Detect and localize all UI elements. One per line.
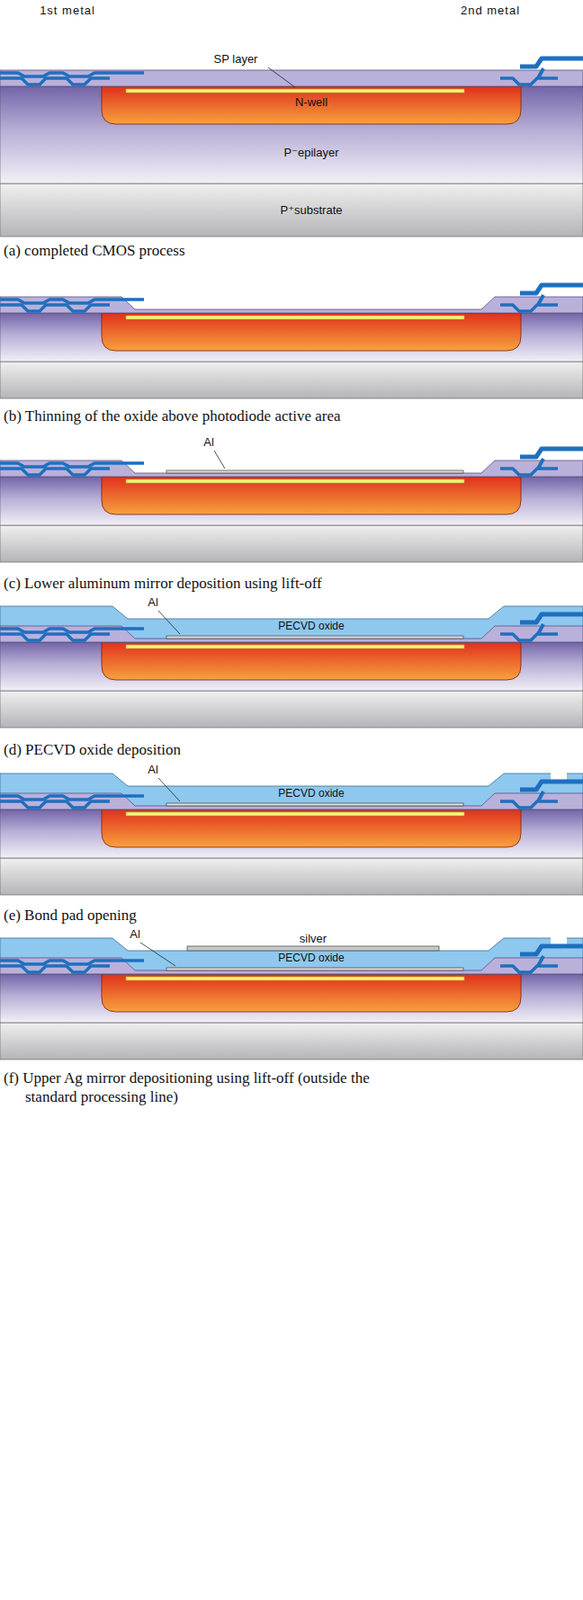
sp-layer — [125, 315, 465, 320]
via — [538, 295, 544, 305]
n-well — [101, 809, 521, 848]
aluminum-mirror — [166, 968, 464, 971]
step-caption: (b) Thinning of the oxide above photodio… — [3, 406, 341, 426]
pecvd-oxide — [0, 938, 583, 975]
leader-line — [158, 610, 180, 635]
layer-label: Al — [129, 927, 141, 942]
layer-label: PECVD oxide — [278, 619, 344, 633]
aluminum-mirror — [166, 636, 464, 639]
layer-label: Al — [203, 435, 215, 449]
epilayer — [0, 476, 583, 526]
first-metal — [0, 468, 110, 476]
substrate — [0, 1022, 583, 1060]
layer-label: SP layer — [214, 52, 259, 66]
n-well — [101, 476, 521, 515]
via — [538, 956, 544, 967]
layer-label: PECVD oxide — [278, 951, 344, 965]
cmos-oxide — [0, 460, 583, 477]
via — [538, 791, 544, 802]
first-metal — [0, 299, 144, 304]
epilayer — [0, 313, 583, 362]
second-metal — [520, 285, 583, 294]
first-metal — [500, 801, 558, 808]
layer-label: 1st metal — [39, 3, 96, 18]
region-label: N-well — [295, 95, 328, 109]
first-metal — [0, 634, 110, 641]
cross-section — [0, 937, 583, 1060]
first-metal — [500, 634, 558, 641]
step-caption: (d) PECVD oxide deposition — [3, 740, 181, 760]
region-label: P⁺substrate — [279, 203, 342, 217]
second-metal — [520, 58, 583, 67]
n-well — [101, 313, 521, 351]
first-metal — [0, 796, 144, 800]
first-metal — [500, 966, 558, 973]
leader-line — [268, 67, 296, 88]
cross-section — [0, 58, 583, 237]
leader-line — [214, 450, 225, 469]
cmos-oxide — [0, 296, 583, 314]
layer-label: PECVD oxide — [278, 787, 344, 800]
leader-line — [158, 778, 180, 802]
epilayer — [0, 86, 583, 184]
step-caption: (f) Upper Ag mirror depositioning using … — [3, 1068, 377, 1107]
first-metal — [0, 801, 110, 808]
epilayer — [0, 809, 583, 859]
second-metal — [520, 946, 583, 955]
pecvd-oxide — [0, 606, 583, 643]
epilayer — [0, 642, 583, 691]
step-caption: (c) Lower aluminum mirror deposition usi… — [3, 574, 323, 593]
n-well — [101, 642, 521, 681]
sp-layer — [125, 645, 465, 649]
sp-layer — [125, 977, 465, 981]
leader-line — [140, 942, 176, 967]
second-metal — [520, 781, 583, 790]
via — [538, 624, 544, 635]
epilayer — [0, 974, 583, 1023]
second-metal — [520, 448, 583, 458]
via — [538, 458, 544, 469]
substrate — [0, 183, 583, 237]
first-metal — [500, 468, 558, 476]
n-well — [101, 86, 521, 125]
n-well — [101, 974, 521, 1013]
pecvd-oxide — [0, 773, 583, 810]
substrate — [0, 858, 583, 896]
silver-mirror — [187, 946, 440, 951]
step-caption: (e) Bond pad opening — [3, 905, 137, 925]
via — [538, 68, 544, 79]
first-metal — [0, 304, 110, 312]
first-metal — [0, 463, 144, 467]
cross-section — [0, 285, 583, 399]
cross-section — [0, 606, 583, 728]
first-metal — [0, 966, 110, 973]
aluminum-mirror — [166, 803, 464, 807]
cmos-oxide — [0, 70, 583, 87]
first-metal — [500, 78, 558, 85]
first-metal — [0, 960, 144, 965]
sp-layer — [125, 479, 465, 484]
cross-section — [0, 448, 583, 563]
first-metal — [0, 72, 144, 77]
substrate — [0, 361, 583, 399]
first-metal — [500, 304, 558, 312]
layer-label: 2nd metal — [460, 3, 521, 18]
substrate — [0, 690, 583, 728]
second-metal — [520, 614, 583, 623]
layer-label: silver — [299, 932, 327, 946]
cross-section — [0, 772, 583, 896]
substrate — [0, 525, 583, 563]
region-label: P⁻epilayer — [283, 145, 339, 160]
first-metal — [0, 78, 110, 85]
aluminum-mirror — [166, 470, 464, 474]
layer-label: Al — [147, 762, 159, 777]
step-caption: (a) completed CMOS process — [3, 241, 186, 261]
sp-layer — [125, 812, 465, 817]
sp-layer — [125, 89, 465, 93]
first-metal — [0, 628, 144, 633]
layer-label: Al — [147, 595, 159, 610]
